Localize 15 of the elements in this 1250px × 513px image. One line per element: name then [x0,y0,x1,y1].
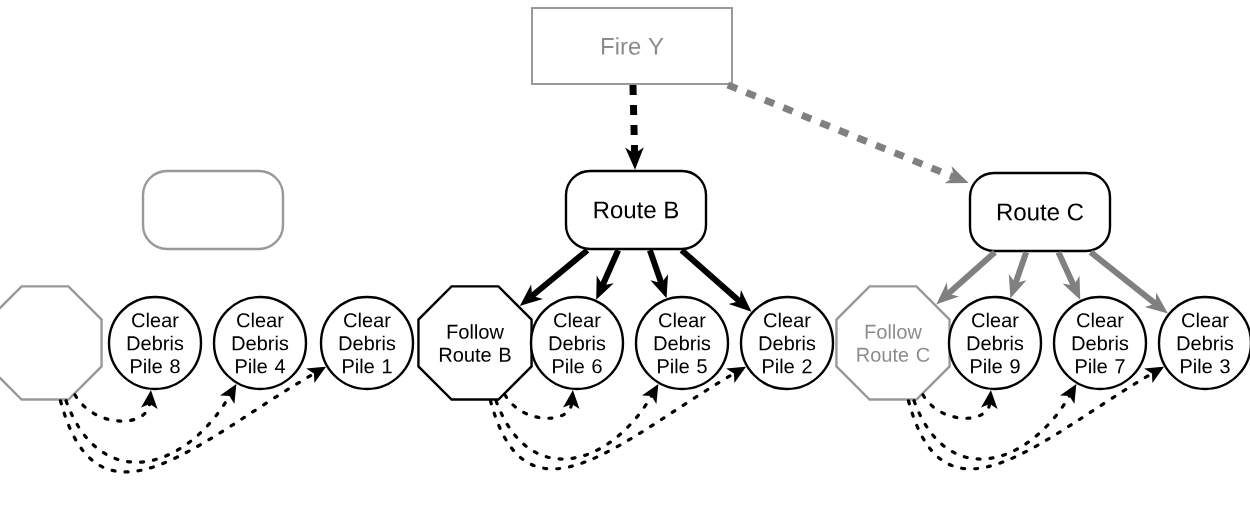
rounded-box: Route C [968,171,1112,253]
circle-node: Clear Debris Pile 6 [529,295,625,391]
circle-node: Clear Debris Pile 5 [634,295,730,391]
circle-node: Clear Debris Pile 7 [1052,295,1148,391]
rounded-box: Route B [564,169,708,251]
circle-node: Clear Debris Pile 8 [107,295,203,391]
circle-node: Clear Debris Pile 9 [947,295,1043,391]
rounded-box [141,169,285,251]
circle-node: Clear Debris Pile 2 [739,295,835,391]
octagon: Follow Route B [417,285,533,401]
octagon [0,285,103,401]
circle-node: Clear Debris Pile 4 [212,295,308,391]
octagon: Follow Route C [835,285,951,401]
circle-node: Clear Debris Pile 1 [319,295,415,391]
rectangle-box: Fire Y [531,7,733,85]
